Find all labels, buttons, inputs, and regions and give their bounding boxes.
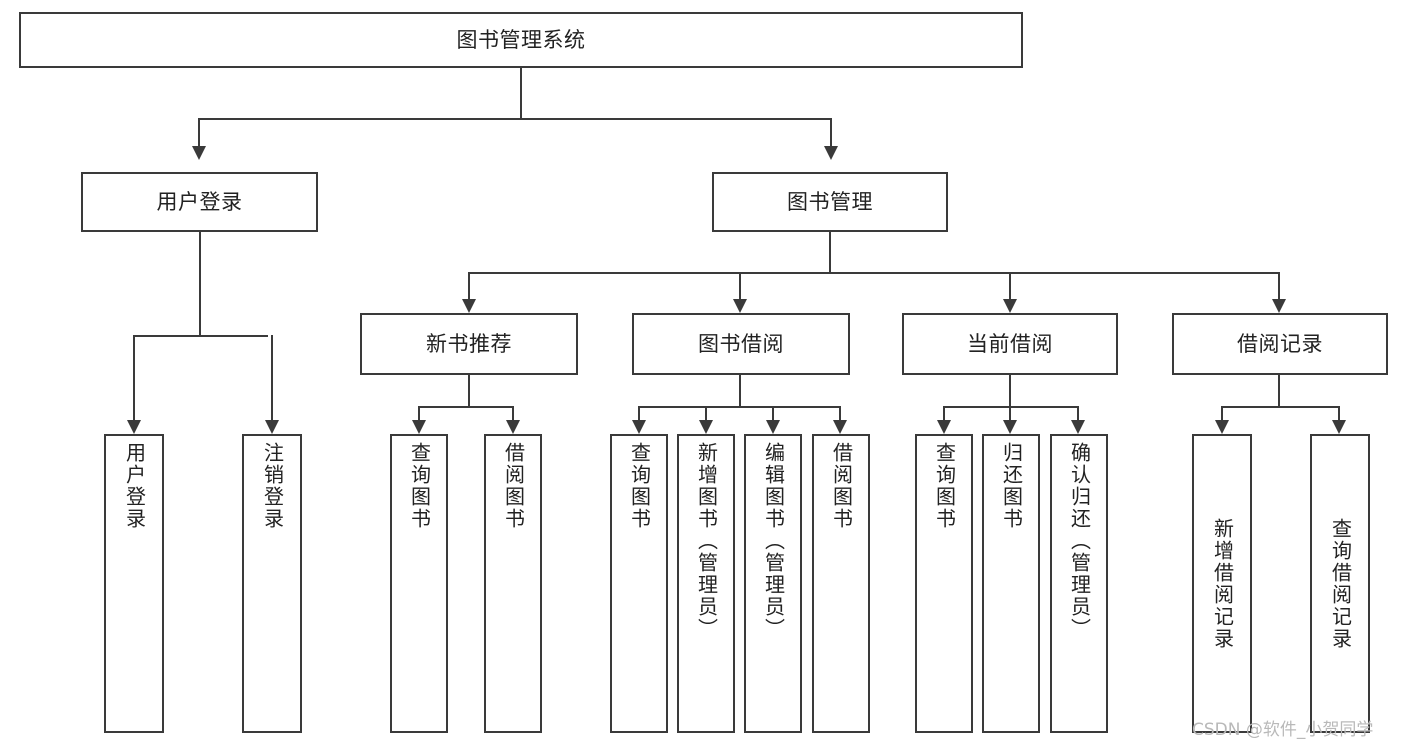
arrow-icon-book-borrow-1 [632,420,646,434]
leaf-add-borrow-record[interactable]: 新增借阅记录 [1192,434,1252,733]
node-book-borrow[interactable]: 图书借阅 [632,313,850,375]
connector-new-book-drop-2 [512,406,514,420]
node-label: 确认归还（管理员） [1067,442,1092,640]
leaf-query-book-recommend[interactable]: 查询图书 [390,434,448,733]
node-label: 查询图书 [627,442,652,530]
connector-l2-drop-2 [739,272,741,299]
connector-borrow-record-bus [1221,406,1340,408]
leaf-confirm-return-admin[interactable]: 确认归还（管理员） [1050,434,1108,733]
node-label: 新增借阅记录 [1210,517,1235,650]
watermark-text: CSDN @软件_小贺同学 [1192,720,1374,740]
connector-book-borrow-drop-3 [772,406,774,420]
connector-borrow-record-stem [1278,375,1280,406]
connector-borrow-record-drop-2 [1338,406,1340,420]
connector-current-borrow-drop-3 [1077,406,1079,420]
arrow-icon-to-borrow-record [1272,299,1286,313]
arrow-icon-new-book-2 [506,420,520,434]
connector-l2-drop-4 [1278,272,1280,299]
connector-book-borrow-drop-2 [705,406,707,420]
node-label: 借阅图书 [829,442,854,530]
node-borrow-record[interactable]: 借阅记录 [1172,313,1388,375]
connector-root-bus [198,118,832,120]
connector-borrow-record-drop-1 [1221,406,1223,420]
node-user-login[interactable]: 用户登录 [81,172,318,232]
leaf-borrow-book-recommend[interactable]: 借阅图书 [484,434,542,733]
connector-current-borrow-stem [1009,375,1011,406]
connector-new-book-drop-1 [418,406,420,420]
node-current-borrow[interactable]: 当前借阅 [902,313,1118,375]
node-label: 当前借阅 [967,331,1053,356]
arrow-icon-current-borrow-1 [937,420,951,434]
node-label: 借阅记录 [1237,331,1323,356]
arrow-icon-to-book-manage [824,146,838,160]
node-label: 新增图书（管理员） [694,442,719,640]
leaf-query-book-borrow[interactable]: 查询图书 [610,434,668,733]
arrow-icon-new-book-1 [412,420,426,434]
leaf-edit-book-admin[interactable]: 编辑图书（管理员） [744,434,802,733]
arrow-icon-current-borrow-2 [1003,420,1017,434]
connector-root-drop-left [198,118,200,146]
node-label: 图书借阅 [698,331,784,356]
connector-book-borrow-bus [638,406,841,408]
connector-root-drop-right [830,118,832,146]
connector-current-borrow-drop-2 [1009,406,1011,420]
arrow-icon-book-borrow-4 [833,420,847,434]
node-label: 新书推荐 [426,331,512,356]
node-label: 查询借阅记录 [1328,517,1353,650]
leaf-query-borrow-record[interactable]: 查询借阅记录 [1310,434,1370,733]
connector-book-borrow-drop-1 [638,406,640,420]
node-root-system[interactable]: 图书管理系统 [19,12,1023,68]
arrow-icon-book-borrow-3 [766,420,780,434]
node-label: 查询图书 [407,442,432,530]
arrow-icon-to-new-book [462,299,476,313]
node-label: 图书管理 [787,189,873,214]
connector-new-book-bus [418,406,514,408]
arrow-icon-to-current-borrow [1003,299,1017,313]
node-label: 归还图书 [999,442,1024,530]
connector-book-manage-stem [829,232,831,272]
connector-new-book-stem [468,375,470,406]
connector-current-borrow-bus [943,406,1079,408]
arrow-icon-book-borrow-2 [699,420,713,434]
connector-book-borrow-drop-4 [839,406,841,420]
arrow-icon-borrow-record-1 [1215,420,1229,434]
node-book-manage[interactable]: 图书管理 [712,172,948,232]
arrow-icon-to-book-borrow [733,299,747,313]
leaf-add-book-admin[interactable]: 新增图书（管理员） [677,434,735,733]
connector-user-login-drop-1 [133,335,135,420]
node-label: 借阅图书 [501,442,526,530]
arrow-icon-user-login-1 [127,420,141,434]
arrow-icon-to-user-login [192,146,206,160]
arrow-icon-borrow-record-2 [1332,420,1346,434]
connector-user-login-stem [199,232,201,335]
connector-root-stem [520,68,522,118]
connector-book-manage-bus [468,272,1280,274]
node-label: 用户登录 [122,442,147,530]
leaf-user-logout[interactable]: 注销登录 [242,434,302,733]
connector-l2-drop-3 [1009,272,1011,299]
connector-l2-drop-1 [468,272,470,299]
connector-user-login-bus [133,335,268,337]
leaf-borrow-book[interactable]: 借阅图书 [812,434,870,733]
arrow-icon-current-borrow-3 [1071,420,1085,434]
leaf-return-book[interactable]: 归还图书 [982,434,1040,733]
node-label: 查询图书 [932,442,957,530]
leaf-query-book-current[interactable]: 查询图书 [915,434,973,733]
node-label: 图书管理系统 [456,27,586,52]
node-label: 编辑图书（管理员） [761,442,786,640]
arrow-icon-user-login-2 [265,420,279,434]
leaf-user-login[interactable]: 用户登录 [104,434,164,733]
node-label: 用户登录 [156,189,243,214]
connector-book-borrow-stem [739,375,741,406]
node-new-book-recommend[interactable]: 新书推荐 [360,313,578,375]
node-label: 注销登录 [260,442,285,530]
connector-user-login-drop-2 [271,335,273,420]
connector-current-borrow-drop-1 [943,406,945,420]
